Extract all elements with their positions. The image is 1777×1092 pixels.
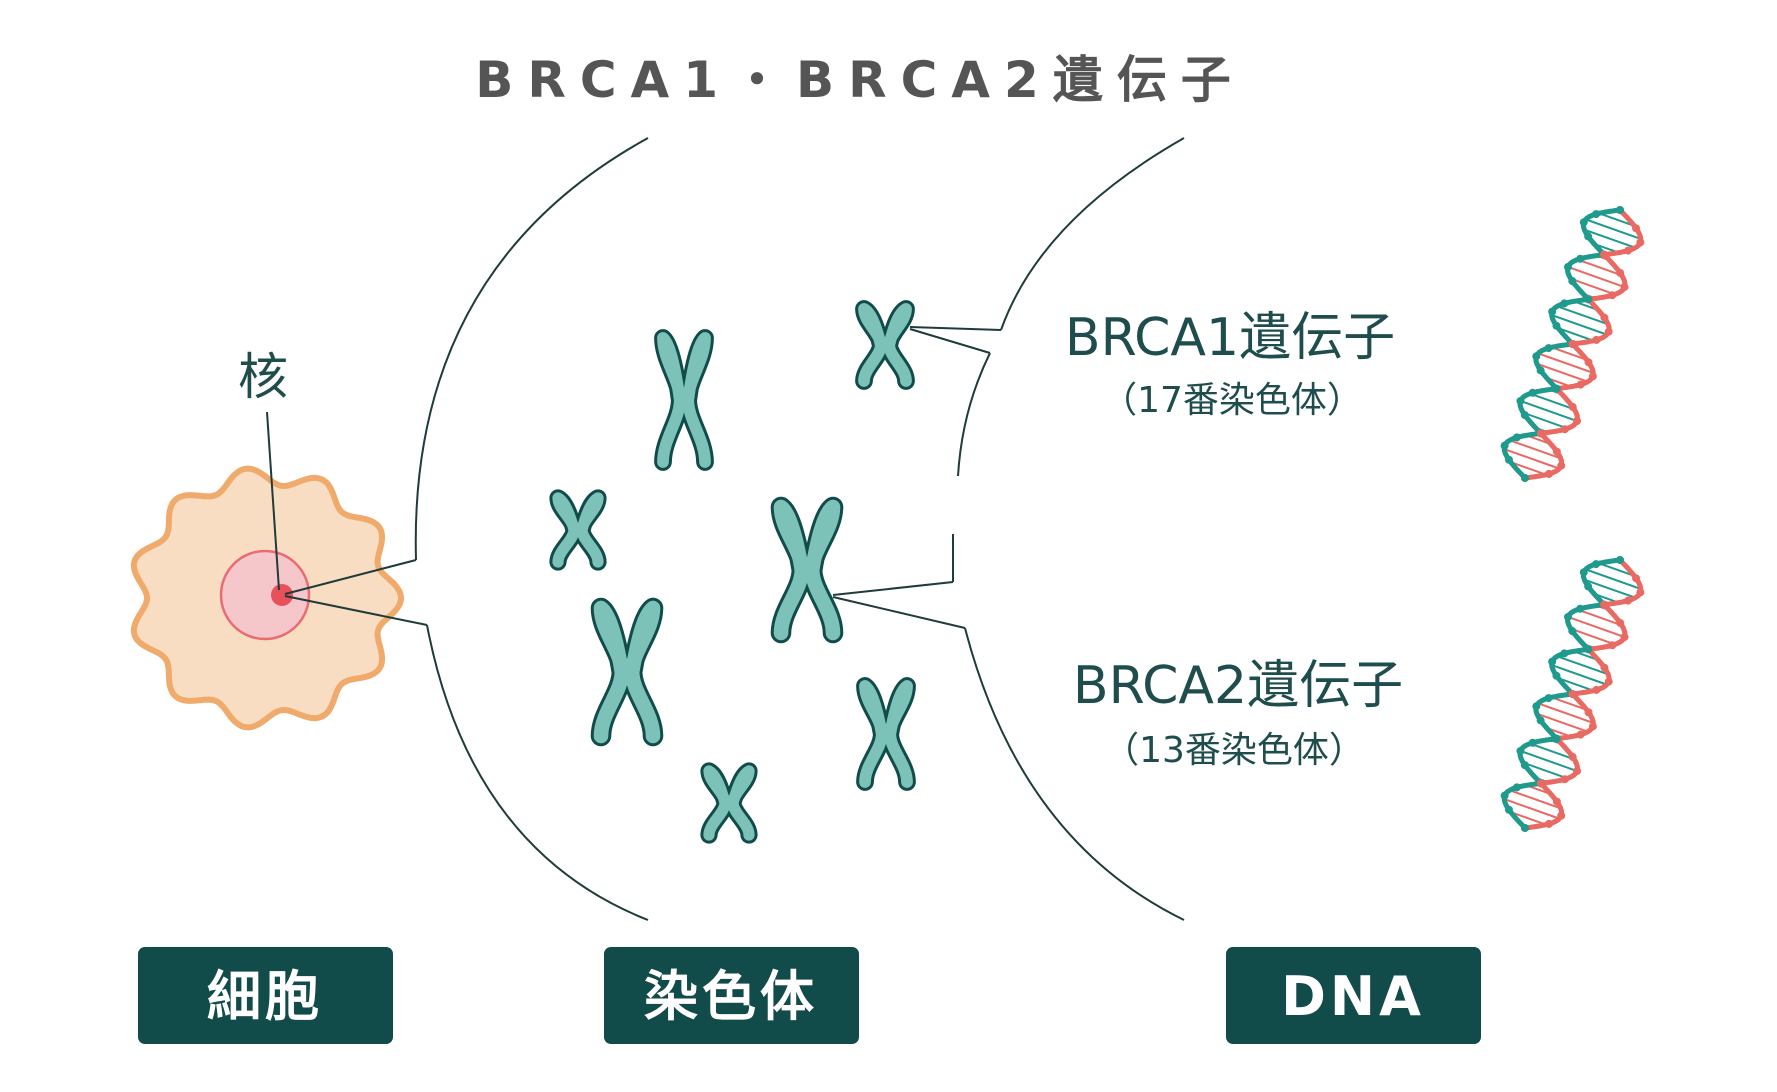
chromosome-icon	[654, 329, 714, 471]
stage-label-dna: DNA	[1226, 947, 1481, 1044]
stage-label-chromosome: 染色体	[604, 947, 859, 1044]
chromosome-icon	[700, 762, 758, 844]
chromosome-zoom-lines	[832, 326, 1002, 629]
nucleus	[219, 549, 311, 641]
brca2-chromosome-label: （13番染色体）	[1103, 730, 1365, 771]
chromosome-icon	[590, 597, 664, 747]
nucleus-label: 核	[238, 348, 288, 406]
dna-helix-icon	[1500, 555, 1645, 832]
chromosome-group	[549, 300, 916, 844]
chromosome-icon	[855, 300, 915, 390]
dna-helix-icon	[1500, 205, 1645, 482]
brca1-chromosome-label: （17番染色体）	[1101, 380, 1363, 421]
cell-icon	[130, 465, 405, 731]
stage-label-dna-text: DNA	[1281, 965, 1425, 1028]
stage-label-chromosome-text: 染色体	[644, 965, 818, 1028]
chromosome-view-arc	[414, 137, 649, 921]
chromosome-icon	[856, 677, 916, 791]
chromosome-icon	[549, 489, 607, 571]
brca1-label: BRCA1遺伝子	[1065, 308, 1395, 368]
stage-label-cell: 細胞	[138, 947, 393, 1044]
brca2-label: BRCA2遺伝子	[1073, 656, 1403, 716]
nucleus-pointer	[266, 411, 280, 591]
nucleolus	[271, 584, 293, 606]
dna-view-arc	[952, 137, 1185, 921]
stage-label-cell-text: 細胞	[207, 965, 323, 1028]
diagram-title: BRCA1・BRCA2遺伝子	[475, 51, 1245, 109]
chromosome-icon	[770, 496, 844, 644]
cell-zoom-lines	[284, 559, 428, 626]
